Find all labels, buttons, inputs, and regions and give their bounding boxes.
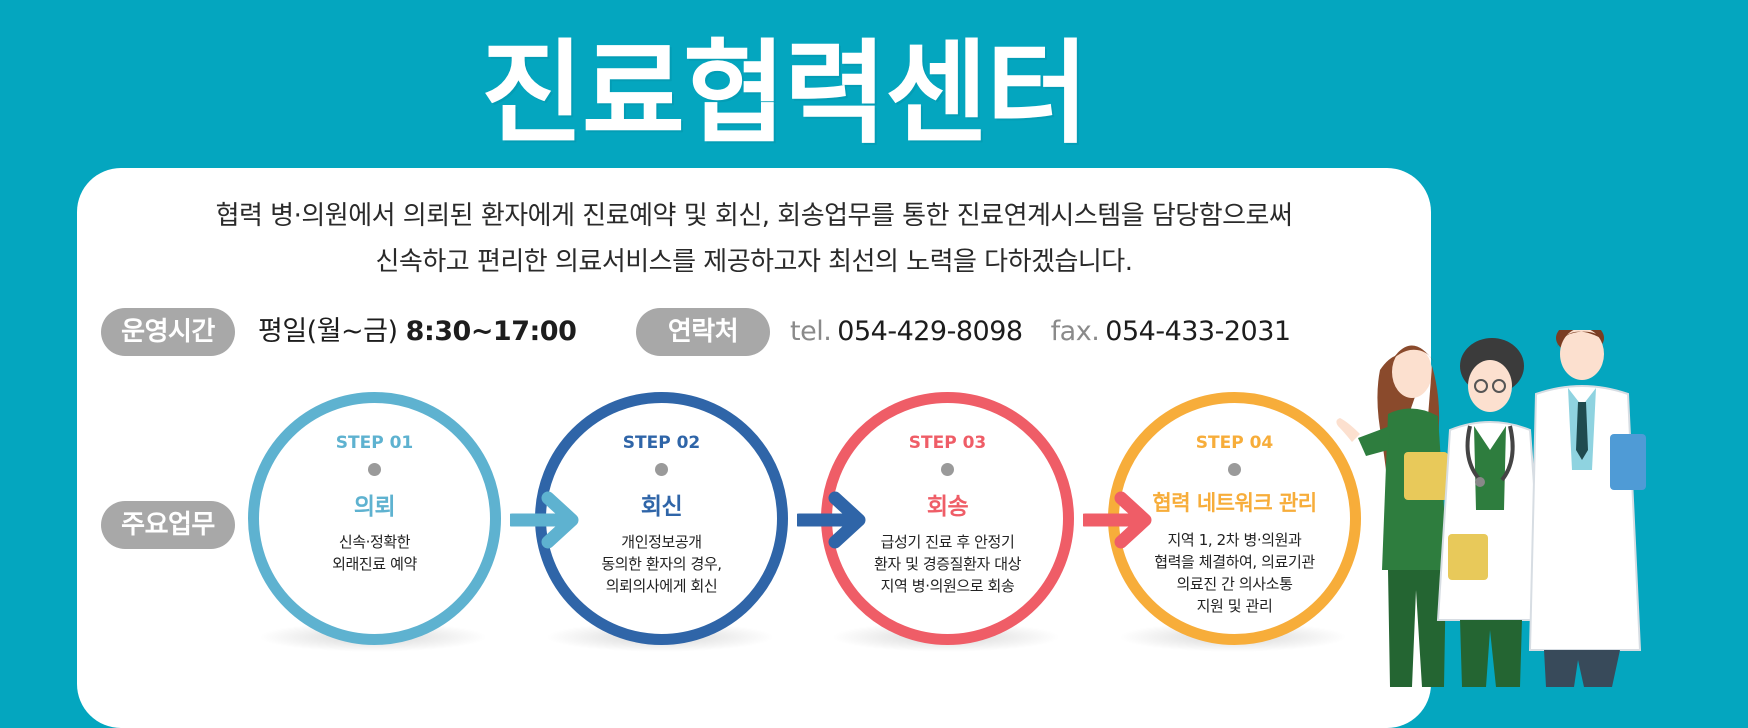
- hours-days: 평일(월~금): [258, 316, 398, 347]
- step-3-desc: 급성기 진료 후 안정기 환자 및 경증질환자 대상 지역 병·의원으로 회송: [842, 531, 1053, 597]
- step-4-desc-line: 의료진 간 의사소통: [1176, 575, 1293, 593]
- step-2-title: 회신: [640, 494, 683, 520]
- contact-text: tel.054-429-8098 fax.054-433-2031: [790, 308, 1311, 356]
- step-4-title: 협력 네트워크 관리: [1152, 491, 1317, 515]
- step-1-title: 의뢰: [353, 494, 396, 520]
- contact-badge: 연락처: [636, 308, 770, 356]
- step-3-desc-line: 환자 및 경증질환자 대상: [873, 555, 1022, 573]
- doctor-figure: [1436, 338, 1546, 687]
- step-2-desc-line: 동의한 환자의 경우,: [601, 555, 722, 573]
- arrow-right-icon: [797, 491, 866, 549]
- step-3-desc-line: 지역 병·의원으로 회송: [880, 577, 1015, 595]
- tel-number[interactable]: 054-429-8098: [837, 316, 1023, 347]
- nurse-figure: [1336, 345, 1448, 687]
- intro-line-1: 협력 병·의원에서 의뢰된 환자에게 진료예약 및 회신, 회송업무를 통한 진…: [215, 201, 1293, 231]
- intro-line-2: 신속하고 편리한 의료서비스를 제공하고자 최선의 노력을 다하겠습니다.: [375, 247, 1133, 277]
- step-3-dot: [941, 463, 954, 476]
- step-3-title: 회송: [926, 494, 969, 520]
- fax-label: fax.: [1050, 316, 1100, 347]
- step-3-label: STEP 03: [908, 433, 987, 453]
- step-2-dot: [655, 463, 668, 476]
- step-2-desc-line: 의뢰의사에게 회신: [605, 577, 718, 595]
- doctor-figure: [1528, 330, 1646, 687]
- step-4-label: STEP 04: [1195, 433, 1274, 453]
- fax-number: 054-433-2031: [1105, 316, 1291, 347]
- step-1-desc-line: 신속·정확한: [338, 533, 411, 551]
- duties-badge: 주요업무: [101, 501, 235, 549]
- doctors-illustration: [1336, 330, 1646, 687]
- step-1-circle: STEP 01 의뢰 신속·정확한 외래진료 예약: [248, 392, 501, 645]
- arrow-right-icon: [510, 491, 579, 549]
- hours-text: 평일(월~금) 8:30~17:00: [258, 308, 577, 356]
- step-4-desc: 지역 1, 2차 병·의원과 협력을 체결하여, 의료기관 의료진 간 의사소통…: [1129, 529, 1340, 617]
- page-title: 진료협력센터: [480, 29, 1089, 159]
- step-1-desc-line: 외래진료 예약: [332, 555, 417, 573]
- step-3-desc-line: 급성기 진료 후 안정기: [880, 533, 1015, 551]
- step-2-desc-line: 개인정보공개: [621, 533, 702, 551]
- step-4-desc-line: 지역 1, 2차 병·의원과: [1167, 531, 1302, 549]
- step-2-desc: 개인정보공개 동의한 환자의 경우, 의뢰의사에게 회신: [556, 531, 767, 597]
- step-1-desc: 신속·정확한 외래진료 예약: [269, 531, 480, 575]
- step-1-dot: [368, 463, 381, 476]
- step-4-desc-line: 지원 및 관리: [1196, 597, 1273, 615]
- step-4-dot: [1228, 463, 1241, 476]
- step-4-desc-line: 협력을 체결하여, 의료기관: [1154, 553, 1315, 571]
- step-2-label: STEP 02: [622, 433, 701, 453]
- intro-text: 협력 병·의원에서 의뢰된 환자에게 진료예약 및 회신, 회송업무를 통한 진…: [77, 193, 1431, 285]
- hours-time: 8:30~17:00: [405, 316, 577, 347]
- hours-badge: 운영시간: [101, 308, 235, 356]
- arrow-right-icon: [1083, 491, 1152, 549]
- tel-label: tel.: [790, 316, 832, 347]
- step-1-label: STEP 01: [335, 433, 414, 453]
